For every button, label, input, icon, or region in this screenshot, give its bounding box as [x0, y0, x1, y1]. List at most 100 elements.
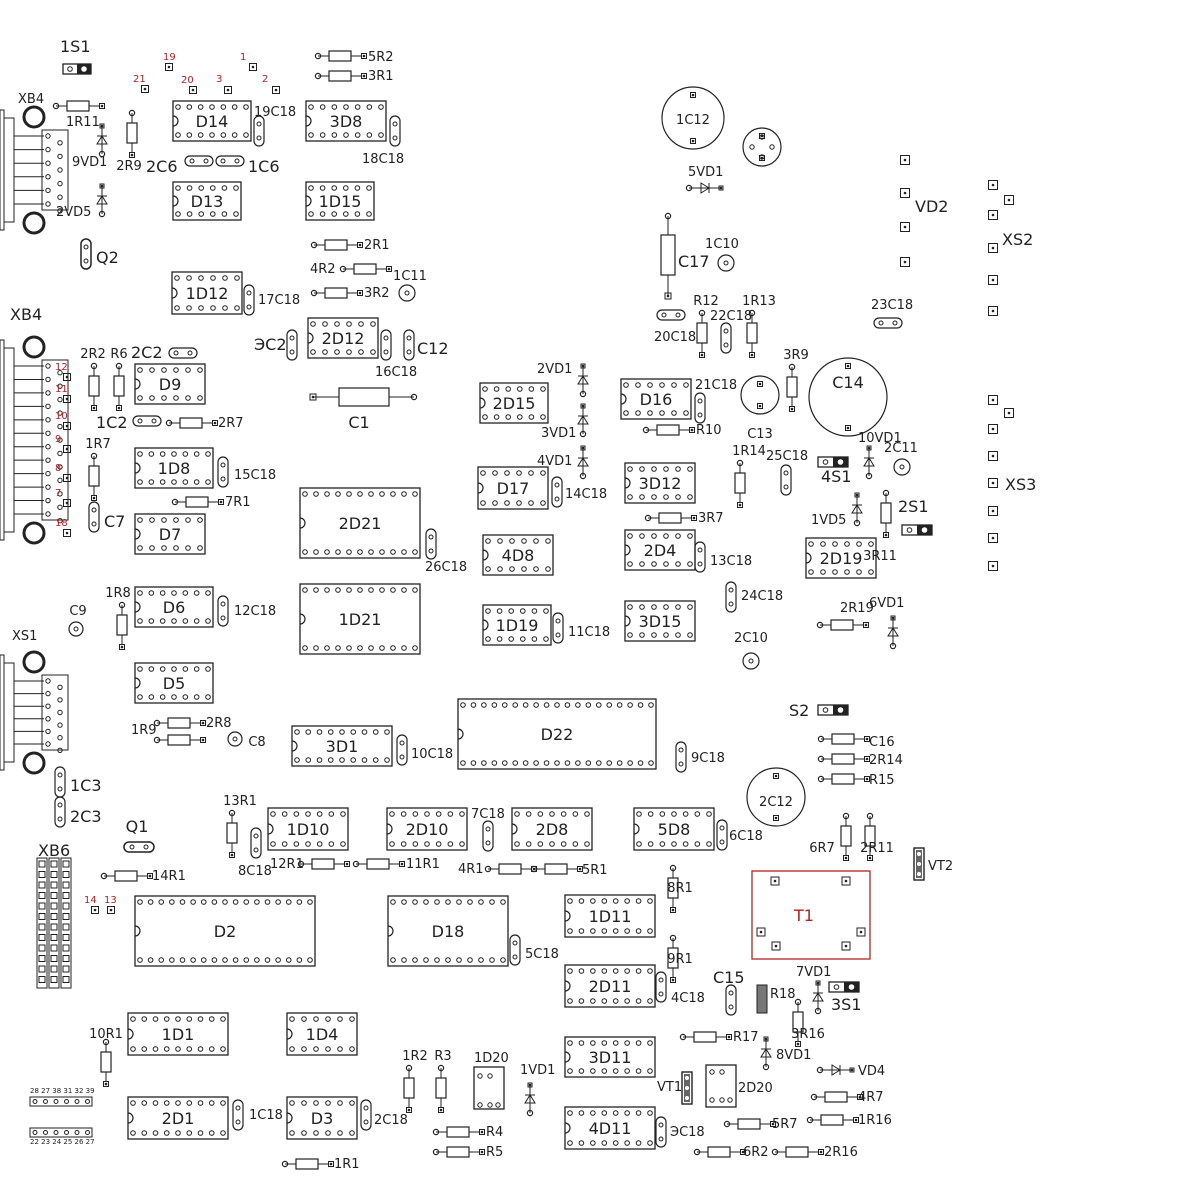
capacitor-body [655, 971, 667, 1003]
capacitor-pad [392, 135, 398, 141]
capacitor-pad [57, 802, 63, 808]
ic-pin [159, 618, 166, 624]
ic-pin [379, 549, 385, 555]
ic-notch [134, 925, 141, 937]
ic-pin [205, 590, 211, 596]
ic-label: 5D8 [658, 820, 691, 839]
connector-pin [45, 133, 51, 139]
ic-pin [175, 185, 181, 191]
header-pin-numbers: 22 23 24 25 26 27 [30, 1138, 95, 1146]
ic-pin [307, 899, 313, 905]
capacitor-pad [892, 320, 898, 326]
pad-hole [884, 533, 888, 537]
ic-2d8 [511, 807, 593, 851]
lead-pad [98, 210, 106, 218]
ic-label: 1D10 [287, 820, 330, 839]
pad-hole [358, 291, 362, 295]
ic-pin [182, 590, 189, 596]
ic-pin [337, 1130, 343, 1136]
ic-pin [522, 760, 529, 766]
pin-number: 1 [240, 52, 246, 63]
capacitor-pad [246, 304, 252, 310]
ic-pin [308, 185, 314, 191]
pad-hole [864, 623, 868, 627]
resistor-pad [867, 855, 873, 861]
diode-label: 3VD1 [541, 426, 576, 441]
ic-pin [175, 1130, 181, 1136]
ic-pin [147, 899, 154, 905]
capacitor-body [217, 595, 229, 627]
capacitor-label: 8C18 [238, 864, 272, 879]
ic-label: 3D1 [326, 737, 359, 756]
lead-pad [118, 601, 126, 609]
ic-pin [470, 702, 477, 708]
ic-notch [305, 195, 312, 207]
ic-pin [173, 545, 179, 551]
ic-pin [357, 587, 363, 593]
ic-pin [435, 841, 442, 847]
ic-pin [517, 386, 523, 392]
ic-body [620, 378, 692, 420]
ic-pin [200, 957, 207, 963]
ic-pin [564, 702, 571, 708]
lead-pad [748, 309, 756, 317]
ic-pin [302, 491, 308, 497]
ic-pin [137, 899, 143, 905]
header-pin [62, 902, 70, 910]
capacitor-label: 2C3 [70, 807, 102, 826]
ic-body [457, 698, 657, 770]
ic-label: D22 [541, 725, 574, 744]
ic-pin [305, 811, 311, 817]
header-pin [38, 923, 46, 931]
ic-pin [639, 533, 645, 539]
pad-hole [581, 446, 585, 450]
resistor-label: 3R16 [791, 1027, 825, 1042]
transformer-pad [756, 927, 766, 937]
resistor-label: 2R9 [116, 159, 142, 174]
ic-pin [868, 541, 874, 547]
ic-pin [647, 811, 654, 817]
pin-number: 19 [163, 52, 176, 63]
header-pin [50, 955, 58, 962]
ic-notch [134, 528, 141, 540]
ic-pin [496, 636, 503, 642]
capacitor-pad [512, 954, 518, 960]
connector-pin [45, 160, 51, 166]
resistor-body [746, 322, 758, 344]
pad-hole [868, 856, 872, 860]
resistor-label: 2R14 [869, 753, 903, 768]
ic-label: D7 [159, 525, 182, 544]
jumper-pin [906, 527, 913, 533]
ic-body [305, 100, 387, 142]
diode-symbol [863, 457, 875, 467]
lead-pad [432, 1148, 440, 1156]
pad-hole [700, 353, 704, 357]
header-pin [50, 965, 58, 973]
ic-pin [322, 321, 328, 327]
pad-hole [65, 531, 69, 535]
ic-body [172, 100, 252, 142]
ic-pin [590, 1068, 596, 1074]
lead-pad [771, 1148, 779, 1156]
ic-pin [492, 500, 498, 506]
resistor-pad [129, 152, 135, 158]
jumper-label: 3S1 [831, 995, 862, 1014]
pad [845, 363, 851, 369]
pad [757, 381, 763, 387]
diode-symbol [812, 992, 824, 1002]
connector-pin [45, 444, 51, 450]
jumper-label: 1S1 [60, 37, 91, 56]
pad-hole [991, 398, 995, 402]
ic-pin [623, 382, 629, 388]
resistor-body [311, 858, 335, 870]
header-column [36, 857, 48, 989]
connector-xb4 [0, 335, 69, 545]
ic-pin [182, 451, 189, 457]
ic-body [299, 487, 421, 559]
pad [690, 92, 696, 98]
connector-shell [3, 662, 15, 763]
ic-pin [601, 1068, 608, 1074]
diode-pad [866, 445, 872, 451]
pad-hole [387, 267, 391, 271]
pad-hole [844, 856, 848, 860]
